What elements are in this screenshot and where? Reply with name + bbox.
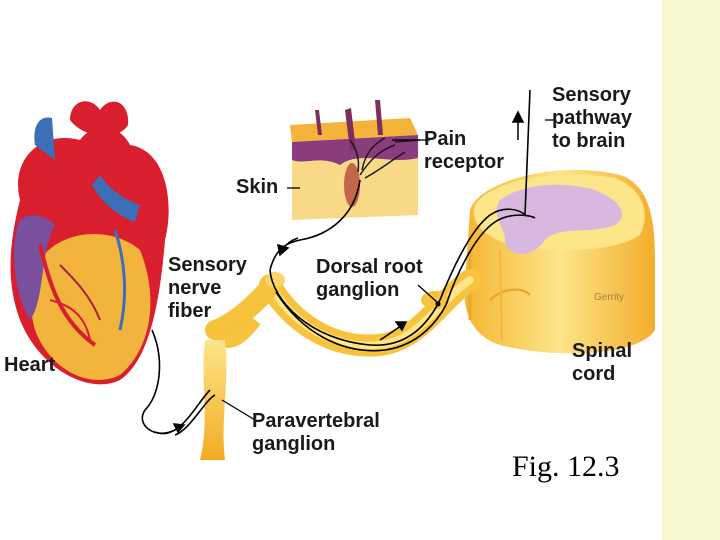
skin-block [290,100,418,220]
figure-caption: Fig. 12.3 [512,450,620,483]
artist-credit: Gerrity [594,292,624,303]
label-dorsal-root-ganglion: Dorsal root ganglion [316,256,423,301]
label-sensory-pathway: Sensory pathway to brain [552,84,633,152]
direction-arrows [154,110,525,435]
label-skin: Skin [236,176,279,198]
side-strip [662,0,720,540]
ganglion-dot [435,301,441,307]
label-leader-lines [221,119,555,421]
label-pain-receptor: Pain receptor [424,128,505,173]
label-paravertebral-ganglion: Paravertebral ganglion [252,410,380,455]
heart-illustration [10,101,169,385]
spinal-cord [464,169,655,354]
label-sensory-nerve-fiber: Sensory nerve fiber [168,254,247,322]
label-spinal-cord: Spinal cord [572,340,633,385]
label-heart: Heart [4,354,56,376]
sensory-neuron-path [141,89,536,436]
